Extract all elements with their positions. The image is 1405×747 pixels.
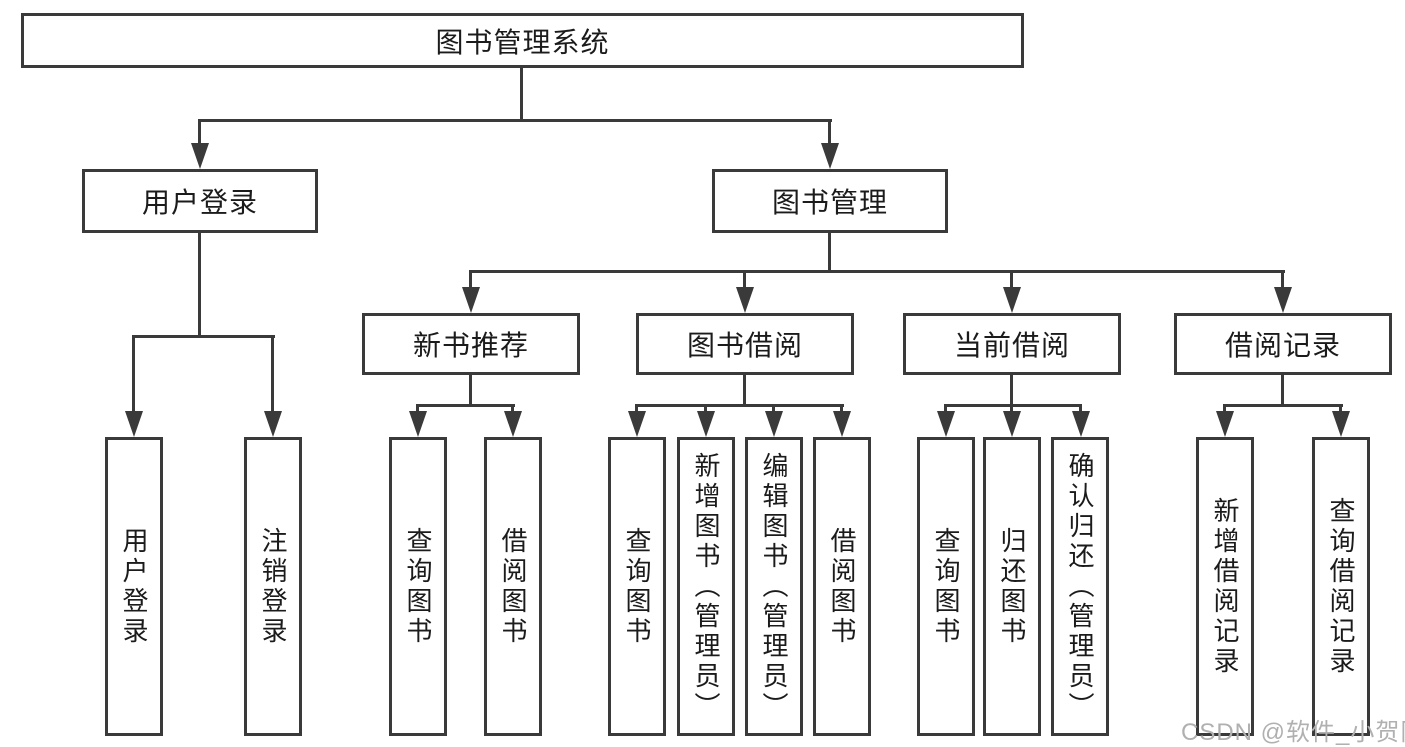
node-borrowing-records: 借阅记录: [1174, 313, 1392, 375]
connector-line: [1339, 404, 1342, 411]
connector-line: [1079, 404, 1082, 411]
leaf-borrow-books-borrowing: 借阅图书: [813, 437, 871, 736]
leaf-borrow-books-recommend: 借阅图书: [484, 437, 542, 736]
arrowhead-down: [833, 411, 851, 437]
connector-line: [743, 375, 746, 404]
node-label: 借阅图书: [827, 526, 857, 647]
leaf-add-book-admin: 新增图书（管理员）: [677, 437, 735, 736]
connector-line: [198, 233, 201, 335]
arrowhead-down: [628, 411, 646, 437]
node-book-management: 图书管理: [712, 169, 948, 233]
connector-line: [132, 335, 275, 338]
arrowhead-down: [264, 411, 282, 437]
connector-line: [828, 233, 831, 270]
arrowhead-down: [1332, 411, 1350, 437]
leaf-add-borrow-record: 新增借阅记录: [1196, 437, 1254, 736]
node-label: 查询图书: [622, 526, 652, 647]
connector-line: [944, 404, 947, 411]
connector-line: [1223, 404, 1343, 407]
connector-line: [635, 404, 638, 411]
node-label: 确认归还（管理员）: [1065, 451, 1095, 722]
arrowhead-down: [1072, 411, 1090, 437]
arrowhead-down: [125, 411, 143, 437]
node-label: 借阅图书: [498, 526, 528, 647]
leaf-return-book: 归还图书: [983, 437, 1041, 736]
arrowhead-down: [504, 411, 522, 437]
node-library-management-system: 图书管理系统: [21, 13, 1024, 68]
arrowhead-down: [736, 287, 754, 313]
connector-line: [1010, 270, 1013, 287]
node-book-borrowing: 图书借阅: [636, 313, 854, 375]
node-label: 编辑图书（管理员）: [759, 451, 789, 722]
connector-line: [772, 404, 775, 411]
node-new-book-recommendation: 新书推荐: [362, 313, 580, 375]
node-label: 归还图书: [997, 526, 1027, 647]
connector-line: [1010, 404, 1013, 411]
connector-line: [1223, 404, 1226, 411]
node-label: 当前借阅: [953, 330, 1070, 361]
connector-line: [743, 270, 746, 287]
node-label: 注销登录: [258, 526, 288, 647]
connector-line: [271, 335, 274, 411]
leaf-user-login: 用户登录: [105, 437, 163, 736]
node-label: 图书借阅: [686, 330, 803, 361]
connector-line: [635, 404, 844, 407]
node-label: 用户登录: [119, 526, 149, 647]
arrowhead-down: [462, 287, 480, 313]
connector-line: [1281, 270, 1284, 287]
node-label: 新增图书（管理员）: [691, 451, 721, 722]
connector-line: [469, 375, 472, 404]
node-label: 查询图书: [403, 526, 433, 647]
arrowhead-down: [765, 411, 783, 437]
node-label: 图书管理: [771, 187, 888, 218]
connector-line: [132, 335, 135, 411]
arrowhead-down: [1216, 411, 1234, 437]
node-user-login: 用户登录: [82, 169, 318, 233]
connector-line: [828, 119, 831, 143]
leaf-logout: 注销登录: [244, 437, 302, 736]
leaf-confirm-return-admin: 确认归还（管理员）: [1051, 437, 1109, 736]
node-label: 用户登录: [141, 187, 258, 218]
node-label: 查询图书: [931, 526, 961, 647]
node-label: 新书推荐: [412, 330, 529, 361]
connector-line: [469, 270, 1285, 273]
arrowhead-down: [409, 411, 427, 437]
leaf-query-books-borrowing: 查询图书: [608, 437, 666, 736]
node-label: 图书管理系统: [435, 26, 610, 58]
connector-line: [1010, 375, 1013, 404]
arrowhead-down: [821, 143, 839, 169]
node-current-borrowing: 当前借阅: [903, 313, 1121, 375]
node-label: 借阅记录: [1224, 330, 1341, 361]
connector-line: [198, 119, 201, 143]
arrowhead-down: [937, 411, 955, 437]
leaf-edit-book-admin: 编辑图书（管理员）: [745, 437, 803, 736]
connector-line: [840, 404, 843, 411]
node-label: 新增借阅记录: [1210, 496, 1240, 677]
connector-line: [704, 404, 707, 411]
connector-line: [944, 404, 1082, 407]
connector-line: [416, 404, 515, 407]
connector-line: [1281, 375, 1284, 404]
leaf-query-books-current: 查询图书: [917, 437, 975, 736]
arrowhead-down: [1274, 287, 1292, 313]
arrowhead-down: [1003, 411, 1021, 437]
arrowhead-down: [191, 143, 209, 169]
watermark: CSDN @软件_小贺同学: [1181, 719, 1405, 746]
connector-line: [520, 68, 523, 119]
connector-line: [469, 270, 472, 287]
connector-line: [416, 404, 419, 411]
leaf-query-borrow-record: 查询借阅记录: [1312, 437, 1370, 736]
connector-line: [511, 404, 514, 411]
node-label: 查询借阅记录: [1326, 496, 1356, 677]
arrowhead-down: [697, 411, 715, 437]
leaf-query-books-recommend: 查询图书: [389, 437, 447, 736]
arrowhead-down: [1003, 287, 1021, 313]
connector-line: [199, 119, 832, 122]
